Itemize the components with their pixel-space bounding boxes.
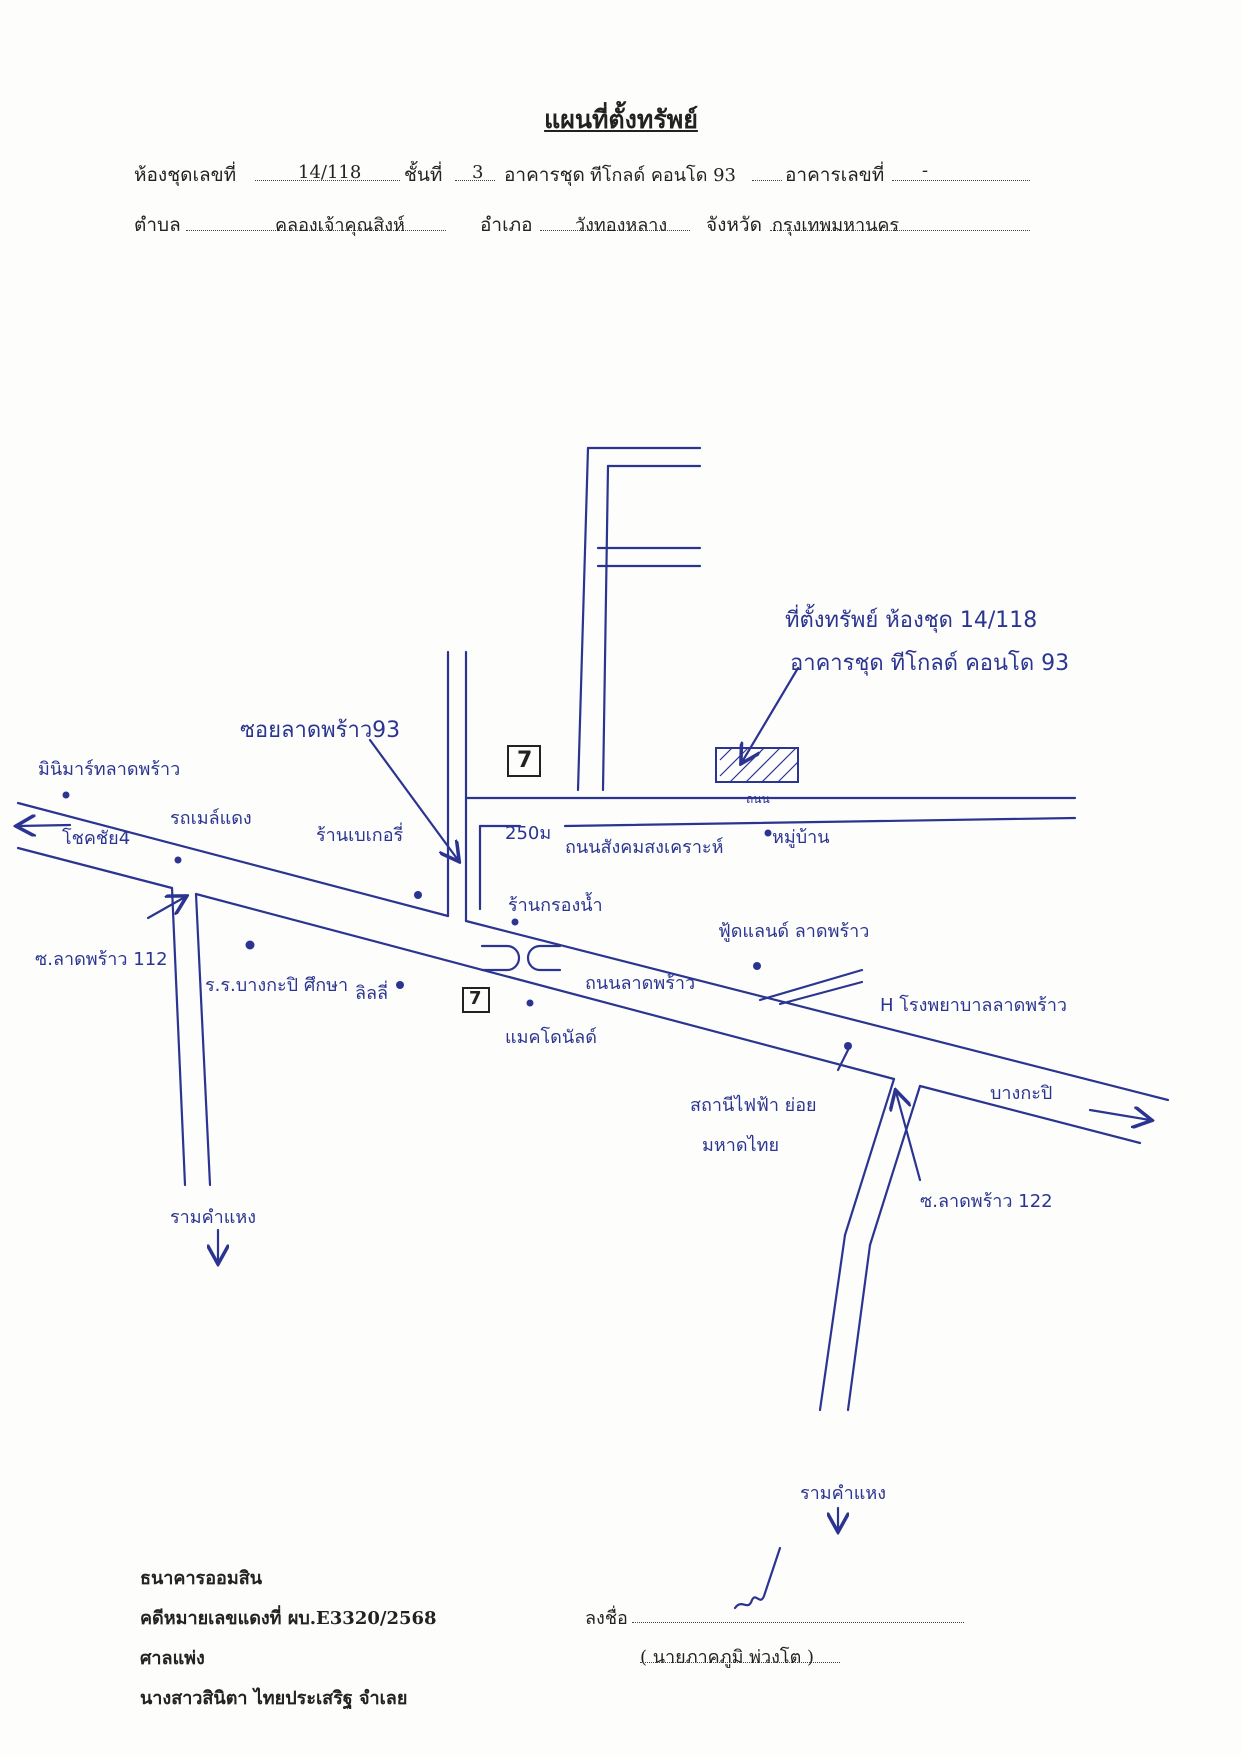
footer-case-no: คดีหมายเลขแดงที่ ผบ.E3320/2568	[140, 1608, 437, 1629]
footer-signer: ( นายภาคภูมิ พ่วงโต )	[640, 1647, 815, 1668]
label-food-land: ฟู้ดแลนด์ ลาดพร้าว	[718, 921, 870, 942]
signature-dotline	[632, 1622, 964, 1623]
label-property-line2: อาคารชุด ทีโกลด์ คอนโด 93	[790, 651, 1070, 676]
seven-eleven-mark-south: 7	[469, 988, 482, 1009]
building-value: -	[922, 160, 929, 181]
label-school: ร.ร.บางกะปิ ศึกษา	[205, 975, 349, 996]
label-main-road: ถนนลาดพร้าว	[585, 973, 696, 994]
footer-court: ศาลแพ่ง	[140, 1648, 205, 1669]
label-red-bus: รถเมล์แดง	[170, 808, 252, 829]
floor-dotline	[455, 180, 495, 181]
label-bangkapi: บางกะปิ	[990, 1083, 1053, 1104]
label-soi93: ซอยลาดพร้าว93	[240, 718, 401, 743]
label-road-small: ถนน	[746, 792, 770, 806]
seven-eleven-mark-north: 7	[517, 748, 533, 773]
label-ramkhamhaeng-right: รามคำแหง	[800, 1483, 887, 1504]
label-hospital: H โรงพยาบาลลาดพร้าว	[880, 995, 1068, 1016]
property-hatched-box	[715, 747, 799, 783]
footer-bank: ธนาคารออมสิน	[140, 1568, 262, 1589]
label-chokchai: โชคชัย4	[62, 828, 131, 849]
label-mcdonalds: แมคโดนัลด์	[505, 1027, 597, 1048]
main-road-upper-right	[464, 919, 1170, 1102]
province-label: จังหวัด	[706, 214, 762, 236]
label-village: หมู่บ้าน	[772, 827, 830, 848]
room-no-value: 14/118	[298, 162, 362, 183]
subdistrict-value: คลองเจ้าคุณสิงห์	[275, 215, 405, 236]
district-value: วังทองหลาง	[575, 215, 668, 236]
subdistrict-label: ตำบล	[134, 214, 181, 236]
floor-value: 3	[472, 162, 484, 183]
arrow-west	[18, 825, 72, 826]
seven-eleven-box-north	[507, 745, 541, 777]
label-water-shop: ร้านกรองน้ำ	[508, 895, 603, 916]
label-bill: ลิลลี่	[355, 983, 389, 1004]
room-no-dotline	[255, 180, 400, 181]
building-label: อาคารเลขที่	[785, 164, 885, 186]
floor-label: ชั้นที่	[404, 164, 443, 186]
label-soi-112: ซ.ลาดพร้าว 112	[35, 949, 168, 970]
building-dotline	[892, 180, 1030, 181]
label-metro: มหาดไทย	[702, 1135, 779, 1156]
district-dotline	[540, 230, 690, 231]
main-road-lower-c	[918, 1084, 1142, 1145]
label-soi-122: ซ.ลาดพร้าว 122	[920, 1191, 1053, 1212]
label-property-line1: ที่ตั้งทรัพย์ ห้องชุด 14/118	[785, 608, 1038, 633]
main-road-upper-left	[16, 801, 450, 918]
main-road-lower-b	[194, 892, 896, 1081]
main-road-lower-a	[16, 846, 174, 890]
label-minimart: มินิมาร์ทลาดพร้าว	[38, 759, 181, 780]
page-title: แผนที่ตั้งทรัพย์	[544, 105, 698, 134]
label-ramkhamhaeng-left: รามคำแหง	[170, 1207, 257, 1228]
condo-name: ทีโกลด์ คอนโด 93	[590, 165, 737, 186]
room-no-label: ห้องชุดเลขที่	[134, 164, 237, 186]
district-label: อำเภอ	[480, 214, 533, 236]
footer-sign-label: ลงชื่อ	[585, 1608, 628, 1629]
seven-eleven-box-south	[462, 987, 490, 1013]
subdistrict-dotline	[186, 230, 446, 231]
signer-dotline	[640, 1662, 840, 1663]
province-value: กรุงเทพมหานคร	[772, 215, 900, 236]
condo-label: อาคารชุด	[504, 164, 585, 186]
province-dotline	[770, 230, 1030, 231]
label-road-sino: ถนนสังคมสงเคราะห์	[565, 837, 724, 858]
label-electric: สถานีไฟฟ้า ย่อย	[690, 1095, 817, 1116]
arrow-east	[1088, 1110, 1150, 1120]
label-distance: 250ม	[505, 823, 552, 844]
footer-debtor: นางสาวสินิตา ไทยประเสริฐ จำเลย	[140, 1688, 408, 1709]
label-store: ร้านเบเกอรี่	[316, 825, 404, 846]
condo-dotline	[752, 180, 782, 181]
